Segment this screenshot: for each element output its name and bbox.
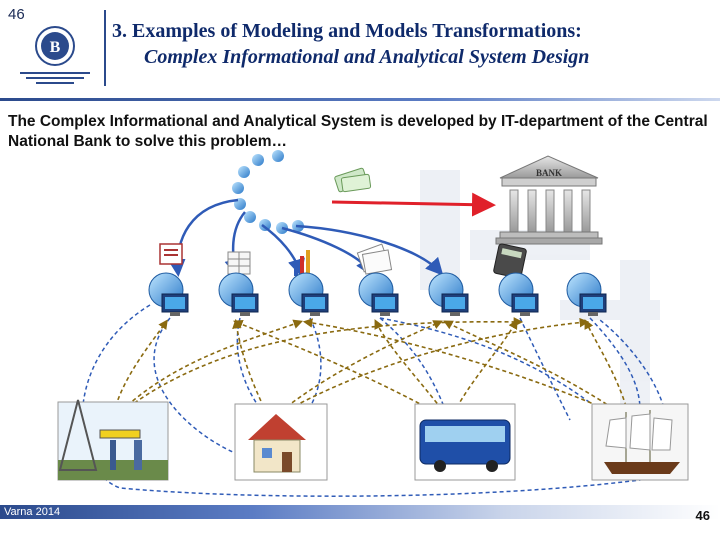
body-text: The Complex Informational and Analytical… — [8, 113, 708, 150]
gold-dashed-links — [111, 317, 631, 421]
spreadsheet-icon — [227, 251, 251, 275]
university-logo: В — [20, 26, 90, 84]
bus — [414, 403, 516, 481]
red-arrow — [331, 192, 496, 217]
house — [234, 403, 328, 481]
computer-node-2 — [218, 272, 259, 316]
computer-node-7 — [566, 272, 607, 316]
svg-text:В: В — [50, 39, 61, 56]
data-flow-arc — [232, 150, 304, 234]
sailing-ship — [591, 403, 689, 481]
paper-stack-icon — [356, 243, 393, 275]
footer-page-number: 46 — [695, 508, 710, 523]
header-divider — [104, 10, 106, 86]
system-diagram: BANK — [57, 150, 689, 497]
money-icon — [334, 167, 372, 193]
bank-label: BANK — [536, 168, 562, 178]
slide-title: 3. Examples of Modeling and Models Trans… — [112, 18, 712, 70]
oil-rig — [57, 399, 169, 481]
computer-node-3 — [288, 272, 329, 316]
bar-chart-icon — [294, 250, 310, 276]
computer-node-1 — [148, 272, 189, 316]
computer-node-5 — [428, 272, 469, 316]
computer-node-6 — [498, 272, 539, 316]
bank-building: BANK — [495, 155, 603, 245]
title-underline — [0, 98, 720, 101]
documents-icon — [159, 243, 183, 265]
computer-network — [148, 272, 607, 316]
title-line-2: Complex Informational and Analytical Sys… — [144, 46, 590, 68]
calculator-icon — [493, 243, 527, 279]
blue-dashed-links — [81, 304, 669, 497]
slide-number-top: 46 — [8, 6, 25, 23]
computer-node-4 — [358, 272, 399, 316]
footer-bar — [0, 505, 720, 519]
footer-event: Varna 2014 — [4, 506, 61, 518]
title-line-1: 3. Examples of Modeling and Models Trans… — [112, 20, 582, 42]
